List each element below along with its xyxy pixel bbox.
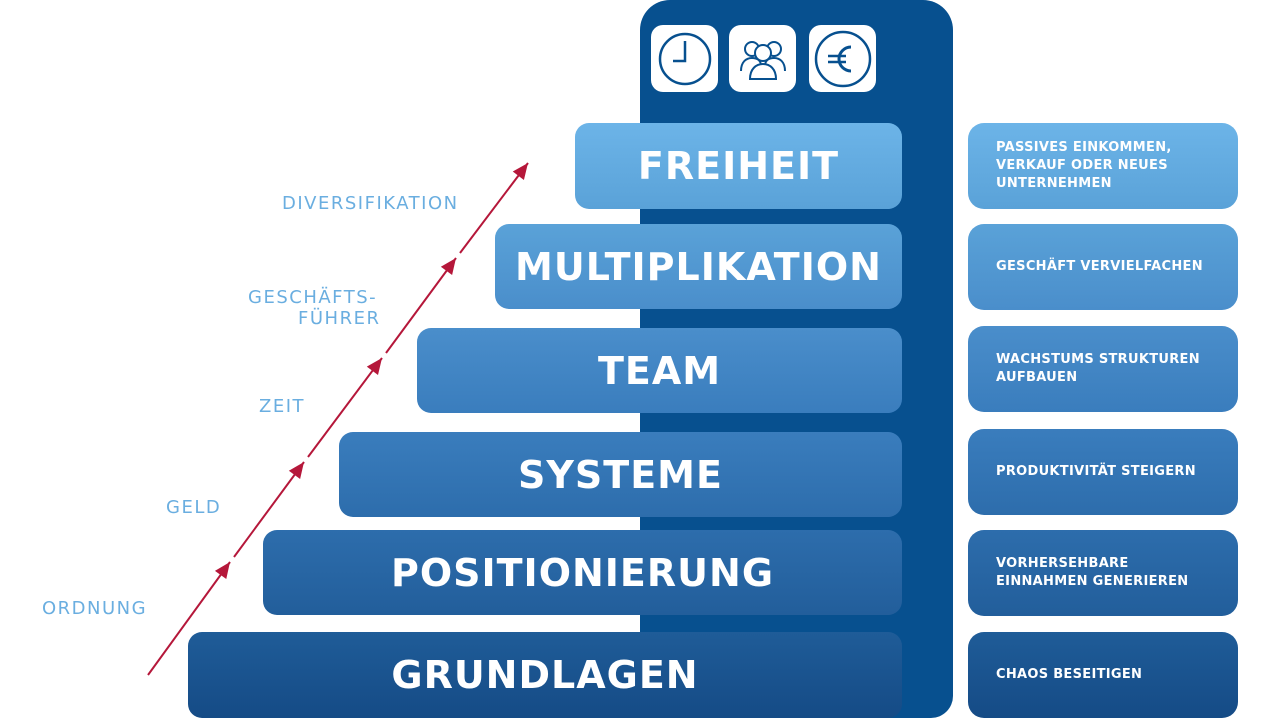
step-description: GESCHÄFT VERVIELFACHEN <box>996 259 1203 274</box>
step-freiheit: FREIHEIT <box>575 123 902 209</box>
step-grundlagen: GRUNDLAGEN <box>188 632 902 718</box>
arrowhead-icon <box>288 462 304 480</box>
step-team: TEAM <box>417 328 902 413</box>
step-description: PASSIVES EINKOMMEN, VERKAUF ODER NEUES U… <box>996 140 1172 191</box>
step-description-box: CHAOS BESEITIGEN <box>968 632 1238 718</box>
label-geschaefts: GESCHÄFTS- <box>248 287 378 308</box>
label-diversifikation: DIVERSIFIKATION <box>282 193 459 214</box>
step-description-box: WACHSTUMS STRUKTUREN AUFBAUEN <box>968 326 1238 412</box>
step-description-box: PASSIVES EINKOMMEN, VERKAUF ODER NEUES U… <box>968 123 1238 209</box>
step-description: CHAOS BESEITIGEN <box>996 667 1143 682</box>
arrowhead-icon <box>366 358 382 375</box>
step-title: FREIHEIT <box>637 144 840 188</box>
arrowhead-icon <box>214 562 230 580</box>
step-title: SYSTEME <box>518 452 723 497</box>
arrowhead-icon <box>512 163 528 180</box>
label-ordnung: ORDNUNG <box>42 598 148 619</box>
step-title: TEAM <box>597 348 722 393</box>
clock-icon <box>651 25 718 92</box>
team-icon <box>729 25 796 92</box>
step-positionierung: POSITIONIERUNG <box>263 530 902 615</box>
step-systeme: SYSTEME <box>339 432 902 517</box>
step-description-box: PRODUKTIVITÄT STEIGERN <box>968 429 1238 515</box>
step-title: POSITIONIERUNG <box>390 550 775 595</box>
step-title: MULTIPLIKATION <box>515 244 882 289</box>
step-description-box: VORHERSEHBARE EINNAHMEN GENERIEREN <box>968 530 1238 616</box>
step-description: PRODUKTIVITÄT STEIGERN <box>996 464 1196 479</box>
arrowhead-icon <box>440 258 456 276</box>
label-fuehrer: FÜHRER <box>298 308 381 329</box>
step-description: VORHERSEHBARE EINNAHMEN GENERIEREN <box>996 556 1189 589</box>
step-description: WACHSTUMS STRUKTUREN AUFBAUEN <box>996 352 1200 385</box>
label-geld: GELD <box>166 497 222 518</box>
euro-icon <box>809 25 876 92</box>
step-description-box: GESCHÄFT VERVIELFACHEN <box>968 224 1238 310</box>
step-title: GRUNDLAGEN <box>391 653 699 697</box>
label-zeit: ZEIT <box>259 396 306 417</box>
step-multiplikation: MULTIPLIKATION <box>495 224 902 309</box>
